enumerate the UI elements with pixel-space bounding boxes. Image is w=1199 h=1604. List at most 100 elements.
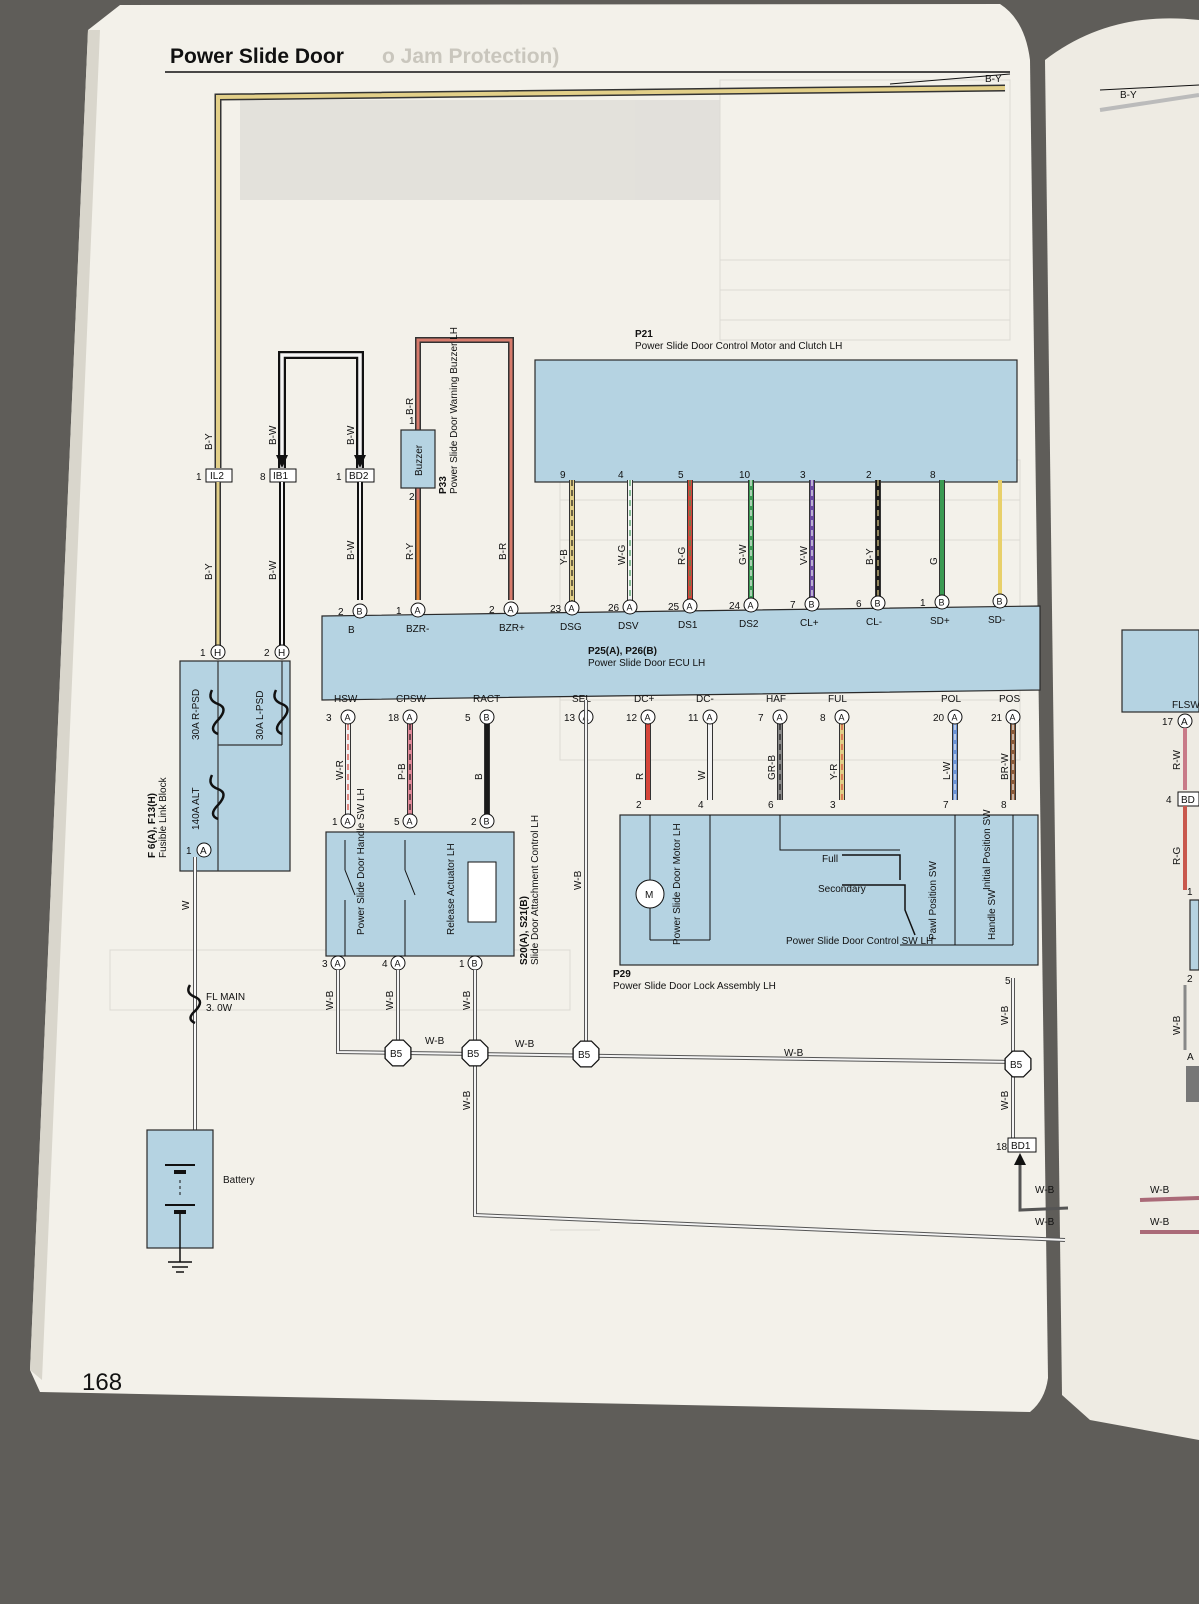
svg-text:IB1: IB1 — [273, 471, 288, 482]
ecu-pin-name: DC- — [696, 694, 714, 705]
connector-il2: 1 IL2 — [196, 468, 233, 483]
pin-letter: B — [997, 597, 1003, 607]
svg-text:Handle SW: Handle SW — [987, 889, 998, 940]
svg-text:Power Slide Door Control Motor: Power Slide Door Control Motor and Clutc… — [635, 341, 842, 352]
svg-text:W-B: W-B — [515, 1039, 535, 1050]
svg-text:W-B: W-B — [462, 990, 473, 1010]
pin-letter: B — [472, 959, 478, 969]
svg-text:Fusible Link Block: Fusible Link Block — [158, 776, 169, 858]
buzzer-p33: Buzzer 1 2 P33 Power Slide Door Warning … — [400, 327, 514, 600]
svg-text:W-B: W-B — [1000, 1005, 1011, 1025]
wire-label-bw-2: B-W — [346, 425, 357, 445]
connector-pin-icon — [352, 603, 368, 619]
motor-pin-number: 10 — [739, 470, 751, 481]
svg-text:A: A — [200, 846, 207, 857]
svg-text:2: 2 — [409, 492, 415, 503]
pin-letter: A — [645, 713, 651, 723]
svg-text:1: 1 — [200, 648, 206, 659]
pin-letter: A — [345, 817, 351, 827]
wire-label: G — [929, 557, 940, 565]
connector-pin-icon — [640, 709, 656, 725]
svg-text:W-B: W-B — [385, 990, 396, 1010]
pin-letter: A — [407, 713, 413, 723]
wire-ib1-fuse: B-W — [268, 482, 285, 645]
actuator-coil-icon — [467, 861, 497, 923]
wire-label: GR-B — [767, 755, 778, 780]
connector-pin-icon — [834, 709, 850, 725]
wire-label-by-1: B-Y — [204, 433, 215, 450]
wire-label: B — [474, 773, 485, 780]
ecu-pin-number: 2 — [338, 607, 344, 618]
lock-pin-number: 3 — [830, 800, 836, 811]
motor-pin-number: 2 — [866, 470, 872, 481]
ecu-pin-name: DSG — [560, 622, 582, 633]
svg-text:1: 1 — [336, 472, 342, 483]
svg-text:P33: P33 — [438, 476, 449, 494]
pin-letter: A — [687, 602, 693, 612]
wire-label: Y-B — [559, 549, 570, 565]
ecu-pin-name: DC+ — [634, 694, 654, 705]
ecu-pin-number: 2 — [489, 605, 495, 616]
arrow-icon — [1014, 1153, 1026, 1165]
ecu-pin-name: DS1 — [678, 620, 698, 631]
connector-pin-icon — [402, 813, 418, 829]
svg-text:S20(A), S21(B): S20(A), S21(B) — [519, 896, 530, 965]
ecu-pin-name: SD+ — [930, 616, 950, 627]
pin-letter: A — [707, 713, 713, 723]
pin-letter: B — [939, 598, 945, 608]
ecu-pin-name: SD- — [988, 615, 1005, 626]
svg-text:2: 2 — [264, 648, 270, 659]
svg-text:18: 18 — [996, 1142, 1008, 1153]
svg-text:W-B: W-B — [325, 990, 336, 1010]
svg-text:P25(A), P26(B): P25(A), P26(B) — [588, 646, 657, 657]
fuse-icon — [209, 689, 225, 736]
svg-text:B-Y: B-Y — [1120, 90, 1137, 101]
ecu-pin-number: 6 — [856, 599, 862, 610]
pin-letter: A — [839, 713, 845, 723]
svg-text:A: A — [1181, 717, 1188, 728]
wire-label: R-G — [677, 546, 688, 565]
attach-pin-number: 4 — [382, 959, 388, 970]
svg-text:W-B: W-B — [1000, 1090, 1011, 1110]
ecu-pin-number: 21 — [991, 713, 1003, 724]
connector-pin-icon — [340, 709, 356, 725]
svg-text:Secondary: Secondary — [818, 884, 866, 895]
wire-label: W-G — [617, 544, 628, 565]
ecu-bottom-pins: HSWW-RA3CPSWP-BA18RACTBB5SELA13DC+RA12DC… — [326, 694, 1021, 818]
ecu-pin-number: 7 — [790, 600, 796, 611]
ecu-pin-number: 13 — [564, 713, 576, 724]
ecu-pin-name: BZR+ — [499, 623, 525, 634]
attach-pin-number: 1 — [332, 817, 338, 828]
svg-text:Initial Position SW: Initial Position SW — [982, 809, 993, 890]
pin-letter: B — [484, 713, 490, 723]
ecu-pin-number: 3 — [326, 713, 332, 724]
wire-by-top: B-Y B-Y — [204, 74, 1006, 468]
ecu-pin-number: 18 — [388, 713, 400, 724]
ecu-pin-number: 7 — [758, 713, 764, 724]
pin-letter: A — [345, 713, 351, 723]
splice-label: B5 — [390, 1049, 403, 1060]
ecu-pin-name: POS — [999, 694, 1020, 705]
svg-text:Release Actuator LH: Release Actuator LH — [446, 843, 457, 935]
page-title-ghost: o Jam Protection) — [382, 45, 559, 68]
ecu-p25-p26: P25(A), P26(B) Power Slide Door ECU LH — [321, 605, 1041, 701]
fuse-icon — [209, 774, 225, 821]
svg-text:Power Slide Door Handle SW LH: Power Slide Door Handle SW LH — [356, 788, 367, 935]
svg-text:Buzzer: Buzzer — [414, 444, 425, 476]
ecu-pin-number: 1 — [920, 598, 926, 609]
wire-label: V-W — [799, 546, 810, 565]
connector-pin-icon — [622, 599, 638, 615]
pin-letter: A — [407, 817, 413, 827]
connector-pin-icon — [947, 709, 963, 725]
svg-text:Battery: Battery — [223, 1175, 255, 1186]
ecu-pin-name: RACT — [473, 694, 500, 705]
fusible-link-block: 30A R-PSD 30A L-PSD 140A ALT F 6(A), F13… — [147, 644, 291, 872]
splice-label: B5 — [1010, 1060, 1023, 1071]
svg-text:BD1: BD1 — [1011, 1141, 1031, 1152]
page-title: Power Slide Door — [170, 45, 344, 68]
battery-branch: W FL MAIN 3. 0W Battery — [146, 857, 255, 1273]
